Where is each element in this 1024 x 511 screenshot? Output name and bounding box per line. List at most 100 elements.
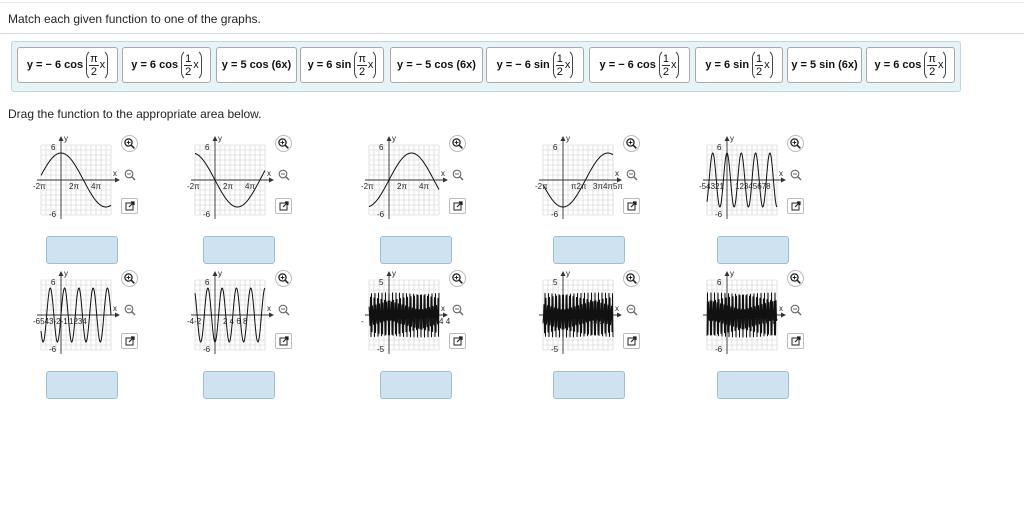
zoom-out-button[interactable] [787,301,804,318]
y-max-label: 6 [379,143,384,152]
zoom-out-button[interactable] [787,166,804,183]
zoom-out-button[interactable] [275,166,292,183]
zoom-out-icon [790,169,801,180]
x-tick-label: 3π4π5π [593,182,623,191]
y-axis-arrow [386,271,392,276]
expand-graph-button[interactable] [275,198,292,214]
x-axis-arrow [617,177,622,183]
y-min-label: -6 [49,345,57,354]
x-min-label: - [361,317,364,326]
x-axis-label: x [615,304,619,313]
zoom-out-button[interactable] [449,301,466,318]
drop-target[interactable] [380,236,452,264]
expand-graph-button[interactable] [121,198,138,214]
x-tick-label: 2π [397,182,407,191]
zoom-out-button[interactable] [449,166,466,183]
zoom-in-button[interactable] [787,270,804,287]
function-chip[interactable]: y = 5 sin (6x) [787,47,862,83]
zoom-out-icon [278,169,289,180]
x-axis-label: x [779,169,783,178]
open-external-icon [453,201,463,211]
function-chip[interactable]: y = − 5 cos (6x) [390,47,483,83]
zoom-out-icon [790,304,801,315]
zoom-in-button[interactable] [623,135,640,152]
zoom-in-button[interactable] [787,135,804,152]
chip-label: y = − 6 cos [599,59,656,71]
zoom-out-button[interactable] [275,301,292,318]
x-tick-label: π 3π 5π [735,317,765,326]
x-tick-label: 2 4 6 8 [223,317,248,326]
zoom-in-button[interactable] [449,270,466,287]
y-max-label: 6 [205,143,210,152]
drop-target[interactable] [717,236,789,264]
open-external-icon [125,201,135,211]
x-tick-label: 3 2 [593,317,605,326]
x-axis-arrow [269,177,274,183]
zoom-out-icon [124,304,135,315]
drop-target[interactable] [553,236,625,264]
zoom-in-button[interactable] [449,135,466,152]
expand-graph-button[interactable] [449,198,466,214]
expand-graph-button[interactable] [623,333,640,349]
zoom-in-button[interactable] [121,270,138,287]
drop-target[interactable] [46,371,118,399]
x-axis-label: x [779,304,783,313]
function-graph: yx6-6π 3π 5π8 4 4 [703,269,786,354]
function-curve [368,292,440,338]
drop-target[interactable] [380,371,452,399]
open-external-icon [627,201,637,211]
y-axis-label: y [64,134,68,143]
open-external-icon [627,336,637,346]
expand-graph-button[interactable] [787,333,804,349]
zoom-in-icon [452,273,463,284]
x-axis-label: x [113,169,117,178]
expand-graph-button[interactable] [623,198,640,214]
zoom-out-button[interactable] [121,301,138,318]
zoom-in-button[interactable] [121,135,138,152]
y-max-label: 6 [553,143,558,152]
function-chip[interactable]: y = 5 cos (6x) [216,47,297,83]
y-min-label: -6 [715,345,723,354]
drop-target[interactable] [46,236,118,264]
x-tick-label: π π 3π 5π [397,317,435,326]
y-axis-arrow [212,136,218,141]
drop-target[interactable] [717,371,789,399]
y-max-label: 5 [379,278,384,287]
y-axis-arrow [58,136,64,141]
y-min-label: -5 [377,345,385,354]
y-axis-arrow [560,136,566,141]
zoom-out-button[interactable] [121,166,138,183]
zoom-in-button[interactable] [275,270,292,287]
drop-target[interactable] [553,371,625,399]
drop-target[interactable] [203,371,275,399]
open-external-icon [125,336,135,346]
zoom-out-button[interactable] [623,166,640,183]
expand-graph-button[interactable] [787,198,804,214]
expand-graph-button[interactable] [275,333,292,349]
zoom-in-button[interactable] [623,270,640,287]
zoom-in-button[interactable] [275,135,292,152]
expand-graph-button[interactable] [449,333,466,349]
chip-label: y = 6 cos [874,59,922,71]
chip-label: y = − 5 cos (6x) [397,59,476,71]
top-border [0,2,1024,3]
zoom-out-button[interactable] [623,301,640,318]
chip-label: y = 5 cos (6x) [221,59,292,71]
expand-graph-button[interactable] [121,333,138,349]
zoom-in-icon [124,273,135,284]
drop-target[interactable] [203,236,275,264]
zoom-out-icon [124,169,135,180]
